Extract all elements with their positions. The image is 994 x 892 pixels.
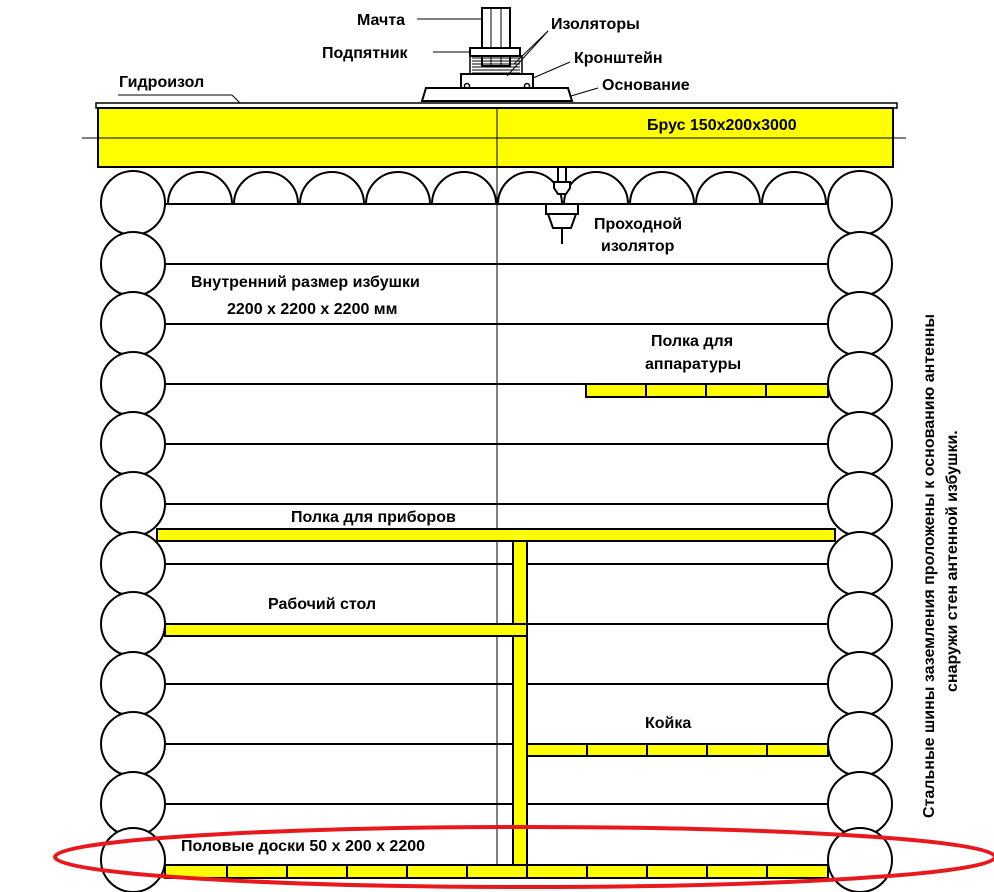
label-equipment-shelf-2: аппаратуры bbox=[645, 356, 741, 373]
mast bbox=[481, 7, 511, 67]
thrust-bearing bbox=[469, 47, 521, 57]
right-log-wall bbox=[827, 170, 893, 892]
label-mast: Мачта bbox=[357, 12, 405, 29]
base-plate bbox=[420, 87, 574, 102]
label-workbench: Рабочий стол bbox=[268, 596, 376, 613]
left-log-wall bbox=[100, 170, 166, 892]
side-note-line-1: Стальные шины заземления проложены к осн… bbox=[921, 314, 938, 818]
label-beam: Брус 150x200x3000 bbox=[647, 117, 797, 134]
leader-lines bbox=[118, 18, 599, 104]
label-waterproofing: Гидроизол bbox=[119, 74, 204, 91]
label-feedthrough-1: Проходной bbox=[594, 216, 682, 233]
workbench bbox=[164, 623, 528, 637]
label-insulators: Изоляторы bbox=[551, 16, 640, 33]
bunk bbox=[526, 743, 829, 757]
equipment-shelf bbox=[585, 383, 829, 398]
label-inner-size-2: 2200 х 2200 х 2200 мм bbox=[227, 301, 397, 318]
label-instrument-shelf: Полка для приборов bbox=[291, 509, 456, 526]
label-thrust-bearing: Подпятник bbox=[322, 45, 409, 62]
label-floor-boards: Половые доски 50 х 200 х 2200 bbox=[181, 838, 425, 855]
label-bracket: Кронштейн bbox=[574, 50, 663, 67]
support-post bbox=[512, 540, 528, 866]
instrument-shelf bbox=[156, 528, 836, 542]
label-equipment-shelf-1: Полка для bbox=[651, 333, 733, 350]
floor-highlight-ellipse bbox=[53, 825, 994, 889]
side-note-line-2: снаружи стен антенной избушки. bbox=[944, 430, 961, 692]
mast-assembly bbox=[420, 7, 574, 102]
label-bunk: Койка bbox=[645, 715, 691, 732]
floor-boards bbox=[164, 864, 829, 879]
top-log-row bbox=[167, 171, 827, 205]
feedthrough-insulator bbox=[545, 168, 579, 244]
label-feedthrough-2: изолятор bbox=[601, 238, 675, 255]
label-base: Основание bbox=[602, 77, 690, 94]
label-inner-size-1: Внутренний размер избушки bbox=[191, 274, 420, 291]
